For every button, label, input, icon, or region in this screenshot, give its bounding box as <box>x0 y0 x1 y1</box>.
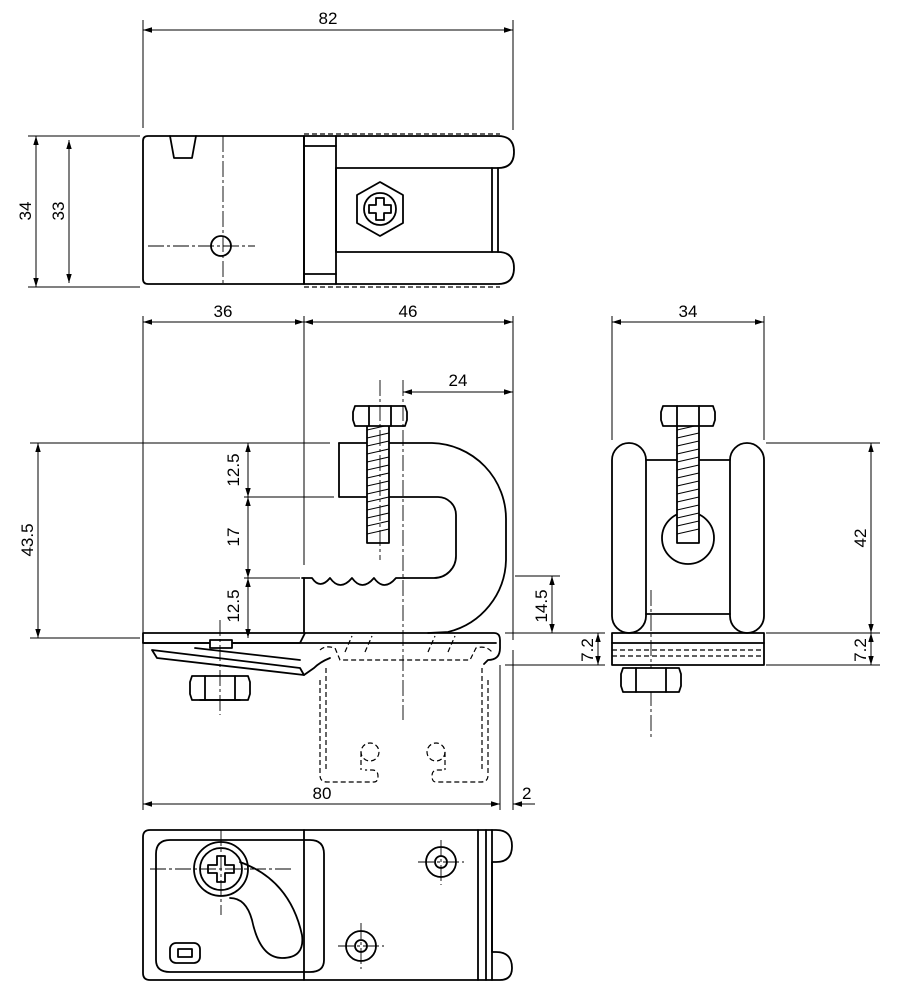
dim-lower-jaw: 12.5 <box>224 589 243 622</box>
top-view-dimensions: 82 34 33 <box>16 9 514 288</box>
dim-side-height: 42 <box>851 529 870 548</box>
bottom-view <box>142 829 513 981</box>
dim-edge-offset: 2 <box>522 784 531 803</box>
dim-top-width: 82 <box>319 9 338 28</box>
dim-top-height-inner: 33 <box>49 202 68 221</box>
dim-overall-height: 43.5 <box>18 523 37 556</box>
dim-front-right-width: 46 <box>399 302 418 321</box>
dim-top-height-outer: 34 <box>16 202 35 221</box>
front-view <box>142 380 507 783</box>
dim-side-base-thickness: 7.2 <box>851 638 870 662</box>
hex-bolt-head <box>356 181 404 237</box>
dim-bolt-offset: 24 <box>449 371 468 390</box>
dim-base-thickness: 7.2 <box>578 638 597 662</box>
side-view-dimensions: 34 42 7.2 <box>611 302 880 666</box>
dim-overall-length: 80 <box>313 784 332 803</box>
dim-jaw-gap: 17 <box>224 528 243 547</box>
side-view <box>611 405 765 740</box>
dim-upper-jaw: 12.5 <box>224 453 243 486</box>
top-view <box>142 133 515 288</box>
dim-side-width: 34 <box>679 302 698 321</box>
dim-jaw-height: 14.5 <box>532 589 551 622</box>
dim-front-left-width: 36 <box>214 302 233 321</box>
front-view-dimensions: 36 46 24 43.5 12.5 17 12.5 14.5 7.2 <box>18 302 605 810</box>
